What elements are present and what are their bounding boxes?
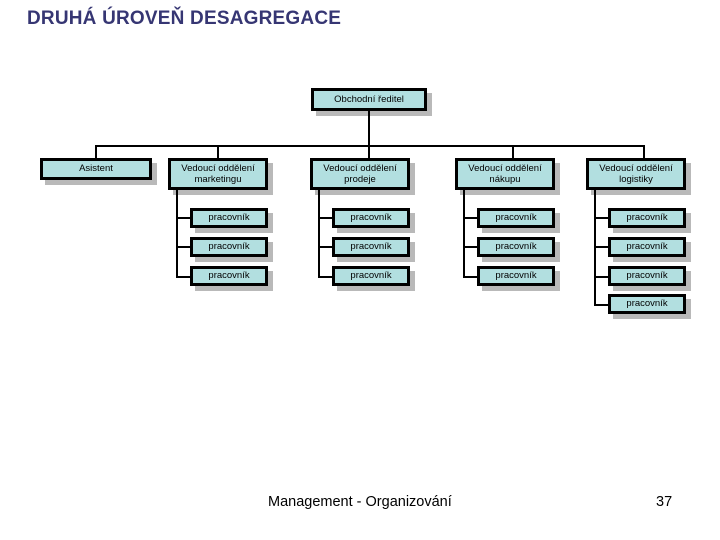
- node-root-label: Obchodní ředitel: [334, 93, 404, 105]
- node-worker-logistika-1[interactable]: pracovník: [608, 208, 686, 228]
- node-worker-marketing-1[interactable]: pracovník: [190, 208, 268, 228]
- node-manager-logistika-line2: logistiky: [619, 174, 653, 185]
- node-manager-logistika-line1: Vedoucí oddělení: [599, 162, 673, 174]
- node-worker-nakup-1[interactable]: pracovník: [477, 208, 555, 228]
- node-manager-prodej-label: Vedoucí oddělení prodeje: [323, 163, 396, 185]
- connector-drop-marketing: [217, 145, 219, 158]
- connector-spine-marketing: [176, 190, 178, 278]
- node-root-obchodni-reditel[interactable]: Obchodní ředitel: [311, 88, 427, 111]
- connector-drop-asistent: [95, 145, 97, 158]
- node-manager-marketing[interactable]: Vedoucí oddělení marketingu: [168, 158, 268, 190]
- node-worker-prodej-2[interactable]: pracovník: [332, 237, 410, 257]
- connector-stub-logistika-2: [594, 246, 608, 248]
- node-worker-label: pracovník: [626, 298, 668, 310]
- connector-drop-logistika: [643, 145, 645, 158]
- node-worker-nakup-2[interactable]: pracovník: [477, 237, 555, 257]
- node-asistent[interactable]: Asistent: [40, 158, 152, 180]
- node-worker-logistika-3[interactable]: pracovník: [608, 266, 686, 286]
- connector-root-stem: [368, 111, 370, 145]
- node-worker-label: pracovník: [495, 270, 537, 282]
- connector-spine-logistika: [594, 190, 596, 306]
- node-worker-label: pracovník: [626, 270, 668, 282]
- org-chart: Obchodní ředitel Asistent Vedoucí odděle…: [40, 88, 686, 314]
- node-manager-marketing-line1: Vedoucí oddělení: [181, 162, 255, 174]
- connector-stub-logistika-4: [594, 304, 608, 306]
- node-manager-logistika[interactable]: Vedoucí oddělení logistiky: [586, 158, 686, 190]
- node-worker-label: pracovník: [208, 241, 250, 253]
- connector-stub-marketing-3: [176, 276, 190, 278]
- node-asistent-label: Asistent: [79, 163, 113, 175]
- connector-spine-nakup: [463, 190, 465, 278]
- connector-stub-nakup-3: [463, 276, 477, 278]
- node-worker-label: pracovník: [495, 212, 537, 224]
- node-worker-logistika-2[interactable]: pracovník: [608, 237, 686, 257]
- node-manager-marketing-line2: marketingu: [194, 174, 242, 185]
- node-manager-prodej-line2: prodeje: [344, 174, 376, 185]
- connector-stub-prodej-2: [318, 246, 332, 248]
- node-worker-label: pracovník: [208, 270, 250, 282]
- node-manager-nakup[interactable]: Vedoucí oddělení nákupu: [455, 158, 555, 190]
- node-worker-prodej-3[interactable]: pracovník: [332, 266, 410, 286]
- node-worker-label: pracovník: [626, 212, 668, 224]
- connector-stub-prodej-1: [318, 217, 332, 219]
- node-worker-label: pracovník: [350, 270, 392, 282]
- node-worker-label: pracovník: [208, 212, 250, 224]
- connector-stub-logistika-3: [594, 276, 608, 278]
- node-manager-marketing-label: Vedoucí oddělení marketingu: [181, 163, 254, 185]
- connector-stub-marketing-1: [176, 217, 190, 219]
- node-worker-label: pracovník: [350, 212, 392, 224]
- connector-drop-nakup: [512, 145, 514, 158]
- node-manager-nakup-line1: Vedoucí oddělení: [468, 162, 542, 174]
- connector-drop-prodej: [368, 145, 370, 158]
- connector-stub-nakup-2: [463, 246, 477, 248]
- connector-stub-nakup-1: [463, 217, 477, 219]
- node-worker-label: pracovník: [626, 241, 668, 253]
- node-manager-nakup-line2: nákupu: [489, 174, 521, 185]
- node-worker-label: pracovník: [495, 241, 537, 253]
- connector-spine-prodej: [318, 190, 320, 278]
- node-worker-prodej-1[interactable]: pracovník: [332, 208, 410, 228]
- node-manager-logistika-label: Vedoucí oddělení logistiky: [599, 163, 672, 185]
- connector-stub-prodej-3: [318, 276, 332, 278]
- footer-page-number: 37: [656, 494, 673, 510]
- connector-stub-logistika-1: [594, 217, 608, 219]
- node-manager-nakup-label: Vedoucí oddělení nákupu: [468, 163, 541, 185]
- node-manager-prodej-line1: Vedoucí oddělení: [323, 162, 397, 174]
- node-worker-marketing-2[interactable]: pracovník: [190, 237, 268, 257]
- node-worker-label: pracovník: [350, 241, 392, 253]
- node-worker-logistika-4[interactable]: pracovník: [608, 294, 686, 314]
- footer-title: Management - Organizování: [268, 494, 452, 510]
- connector-stub-marketing-2: [176, 246, 190, 248]
- node-worker-marketing-3[interactable]: pracovník: [190, 266, 268, 286]
- node-worker-nakup-3[interactable]: pracovník: [477, 266, 555, 286]
- node-manager-prodej[interactable]: Vedoucí oddělení prodeje: [310, 158, 410, 190]
- page-title: DRUHÁ ÚROVEŇ DESAGREGACE: [27, 8, 342, 29]
